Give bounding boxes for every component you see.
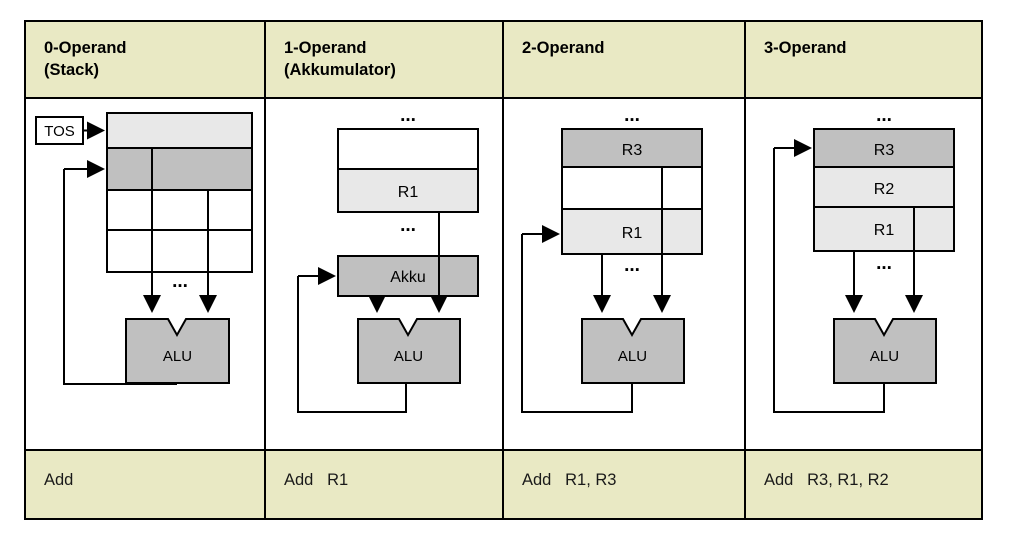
feedback-path <box>521 234 633 413</box>
header-label-zero-operand: 0-Operand (Stack) <box>44 39 127 79</box>
register-cell-r1 <box>813 206 955 252</box>
instruction-label-three-operand: Add R3, R1, R2 <box>764 471 889 489</box>
register-label-r3: R3 <box>622 142 643 159</box>
header-label-three-operand: 3-Operand <box>764 39 847 57</box>
alu-label: ALU <box>870 348 899 365</box>
register-cell-empty <box>337 128 479 170</box>
instruction-label-one-operand: Add R1 <box>284 471 349 489</box>
diagram-cell-one-operand: ... R1 ... Akku <box>266 99 504 449</box>
alu-shape <box>581 318 685 384</box>
alu-label: ALU <box>618 348 647 365</box>
register-cell-r2 <box>813 166 955 208</box>
alu-label: ALU <box>163 348 192 365</box>
instruction-label-two-operand: Add R1, R3 <box>522 471 617 489</box>
header-cell-one-operand: 1-Operand (Akkumulator) <box>266 22 504 97</box>
operand-format-table: 0-Operand (Stack) 1-Operand (Akkumulator… <box>24 20 983 520</box>
stack-ellipsis: ... <box>172 271 188 292</box>
stack-cell-third <box>106 189 253 231</box>
register-cell-r1 <box>561 208 703 255</box>
accumulator-diagram: ... R1 ... Akku <box>266 99 502 449</box>
diagram-cell-zero-operand: TOS ... ALU <box>26 99 266 449</box>
akku-label: Akku <box>390 269 426 286</box>
header-cell-three-operand: 3-Operand <box>746 22 981 97</box>
stack-diagram: TOS ... ALU <box>26 99 264 449</box>
stack-cell-top <box>106 112 253 149</box>
alu-shape <box>833 318 937 384</box>
alu-shape <box>125 318 230 384</box>
register-label-r1: R1 <box>622 225 643 242</box>
three-operand-diagram: ... R3 R2 R1 ... <box>746 99 981 449</box>
table-instruction-row: Add Add R1 Add R1, R3 Add R3, R1, R2 <box>26 451 981 518</box>
tos-label: TOS <box>44 123 75 140</box>
instruction-cell-three-operand: Add R3, R1, R2 <box>746 451 981 518</box>
register-ellipsis-top: ... <box>400 105 416 126</box>
register-ellipsis-top: ... <box>624 105 640 126</box>
register-ellipsis-bottom: ... <box>624 255 640 276</box>
table-header-row: 0-Operand (Stack) 1-Operand (Akkumulator… <box>26 22 981 99</box>
alu-label: ALU <box>394 348 423 365</box>
register-cell-r3 <box>813 128 955 168</box>
header-label-two-operand: 2-Operand <box>522 39 605 57</box>
feedback-path <box>773 148 885 413</box>
register-ellipsis-top: ... <box>876 105 892 126</box>
instruction-cell-two-operand: Add R1, R3 <box>504 451 746 518</box>
register-cell-empty <box>561 166 703 210</box>
diagram-cell-three-operand: ... R3 R2 R1 ... <box>746 99 981 449</box>
register-label-r2: R2 <box>874 181 895 198</box>
table-diagram-row: TOS ... ALU <box>26 99 981 451</box>
register-label-r3: R3 <box>874 142 895 159</box>
register-cell-r1 <box>337 168 479 213</box>
register-ellipsis-bottom: ... <box>400 215 416 236</box>
alu-shape <box>357 318 461 384</box>
diagram-cell-two-operand: ... R3 R1 ... <box>504 99 746 449</box>
register-ellipsis-bottom: ... <box>876 253 892 274</box>
header-cell-two-operand: 2-Operand <box>504 22 746 97</box>
instruction-label-zero-operand: Add <box>44 471 74 489</box>
header-label-one-operand: 1-Operand (Akkumulator) <box>284 39 396 79</box>
two-operand-diagram: ... R3 R1 ... <box>504 99 744 449</box>
register-label-r1: R1 <box>874 222 895 239</box>
header-cell-zero-operand: 0-Operand (Stack) <box>26 22 266 97</box>
stack-cell-second <box>106 147 253 191</box>
instruction-cell-zero-operand: Add <box>26 451 266 518</box>
register-label-r1: R1 <box>398 184 419 201</box>
stack-cell-fourth <box>106 229 253 273</box>
instruction-cell-one-operand: Add R1 <box>266 451 504 518</box>
akku-feedback-path <box>297 276 407 413</box>
akku-box <box>337 255 479 297</box>
